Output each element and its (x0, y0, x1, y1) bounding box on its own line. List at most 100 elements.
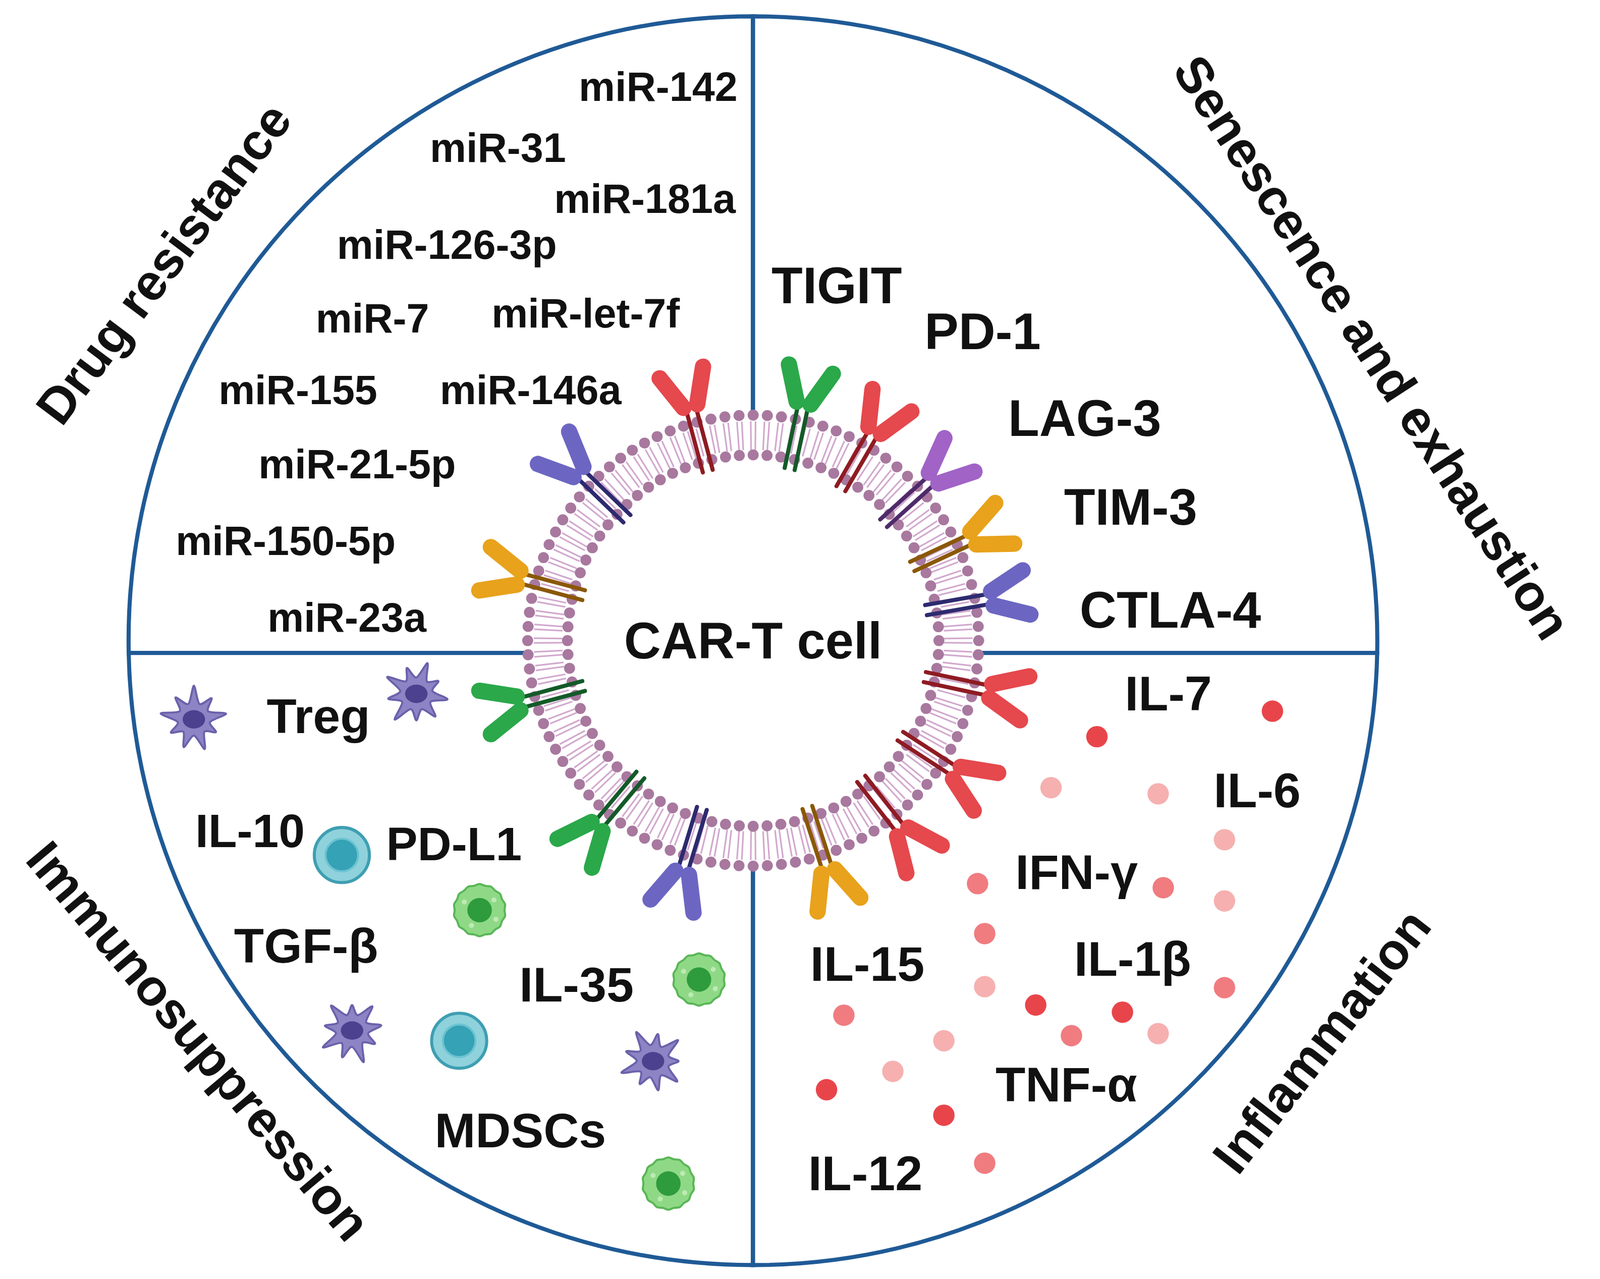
lipid-head (631, 489, 643, 502)
lipid-tail (533, 650, 563, 653)
lipid-head (642, 481, 654, 493)
receptor-arm (990, 570, 1023, 592)
mirna-label: miR-126-3p (337, 224, 558, 266)
sector-outline (752, 0, 1600, 653)
lipid-tail (741, 831, 744, 861)
car-t-cell: CAR-T cell (447, 334, 1060, 947)
lipid-tail (728, 422, 732, 452)
lipid-tail (933, 570, 962, 580)
mdsc-cell (673, 953, 725, 1007)
treg-nucleus (182, 710, 205, 729)
lipid-head (945, 743, 957, 755)
lipid-head (537, 552, 549, 564)
lipid-tail (943, 650, 973, 653)
lipid-head (761, 410, 774, 422)
lipid-head (761, 860, 774, 872)
lipid-tail (944, 637, 973, 640)
lipid-head (719, 411, 731, 423)
receptor-stem (676, 807, 697, 874)
lipid-tail (749, 831, 752, 861)
lipid-tail (674, 435, 685, 463)
lipid-tail (798, 825, 805, 854)
lipid-head (868, 825, 880, 837)
lipid-tail (633, 800, 649, 825)
lipid-head (593, 799, 605, 811)
cytokine-label: IL-1β (1074, 934, 1192, 984)
lipid-head (593, 739, 605, 751)
receptor-arm (908, 828, 942, 847)
lipid-head (733, 820, 745, 832)
lipid-tail (825, 437, 837, 465)
lipid-head (705, 856, 717, 868)
lipid-tail (809, 431, 819, 459)
mdsc-nucleus (655, 1171, 681, 1197)
mdsc-granule (461, 899, 467, 905)
lipid-head (638, 833, 650, 845)
receptor-stem (580, 467, 631, 516)
treg-cell (387, 663, 448, 721)
mdsc-cell (454, 884, 506, 937)
mdsc-granule (491, 897, 497, 903)
receptor-arm (970, 503, 996, 532)
quadrant-sector: Drug resistancemiR-142miR-31miR-181amiR-… (0, 0, 753, 653)
lipid-tail (762, 831, 765, 861)
lipid-tail (944, 642, 973, 645)
lipid-tail (533, 642, 563, 645)
lipid-head (523, 607, 535, 619)
lipid-head (586, 728, 598, 740)
lipid-tail (723, 830, 728, 859)
lipid-head (564, 607, 576, 619)
lipid-head (565, 767, 577, 780)
receptor-arm (697, 366, 704, 405)
lipid-head (788, 816, 800, 828)
lipid-tail (661, 441, 675, 468)
cytokine-label: IL-6 (1213, 766, 1301, 816)
lipid-tail (615, 470, 634, 493)
receptor-stem (515, 681, 583, 700)
lipid-head (537, 718, 549, 730)
lipid-head (586, 542, 598, 554)
lipid-tail (779, 423, 784, 452)
lipid-tail (943, 654, 972, 657)
mdsc-granule (493, 916, 499, 922)
receptor-label: PD-1 (924, 306, 1041, 358)
lipid-tail (549, 558, 577, 569)
lipid-head (817, 420, 829, 432)
receptor-arm (976, 543, 1015, 545)
receptor-label: TIGIT (771, 260, 902, 312)
lipid-tail (821, 435, 832, 463)
receptor-arm (817, 873, 822, 912)
lipid-tail (535, 667, 565, 672)
lipid-tail (553, 720, 580, 733)
cytokine-dot (1060, 1024, 1082, 1046)
lipid-tail (779, 830, 784, 859)
receptor-arm (569, 431, 584, 468)
mirna-label: miR-23a (267, 596, 427, 638)
receptor (784, 364, 833, 471)
lipid-tail (749, 421, 752, 451)
lipid-head (557, 756, 569, 768)
lipid-tail (931, 562, 959, 573)
lipid-tail (537, 678, 567, 685)
cytokine-label: IL-15 (810, 940, 925, 989)
lipid-head (580, 715, 592, 728)
receptor-arm (490, 710, 521, 735)
lipid-head (549, 743, 562, 755)
receptor (659, 366, 713, 473)
cytokine-dot (932, 1104, 955, 1126)
receptor-arm (537, 464, 574, 478)
treg-body (322, 1005, 382, 1063)
mirna-label: miR-150-5p (175, 520, 396, 562)
lipid-head (924, 690, 936, 702)
lipid-head (602, 519, 614, 531)
lipid-tail (544, 570, 573, 580)
receptor-stem (857, 782, 901, 837)
receptor-arm (591, 831, 603, 868)
lipid-head (957, 718, 969, 730)
lipid-head (840, 796, 852, 808)
lipid-head (908, 542, 920, 554)
lipid-head (603, 461, 616, 473)
receptor (924, 570, 1031, 616)
receptor-arm (479, 584, 517, 591)
lipid-tail (536, 601, 566, 608)
